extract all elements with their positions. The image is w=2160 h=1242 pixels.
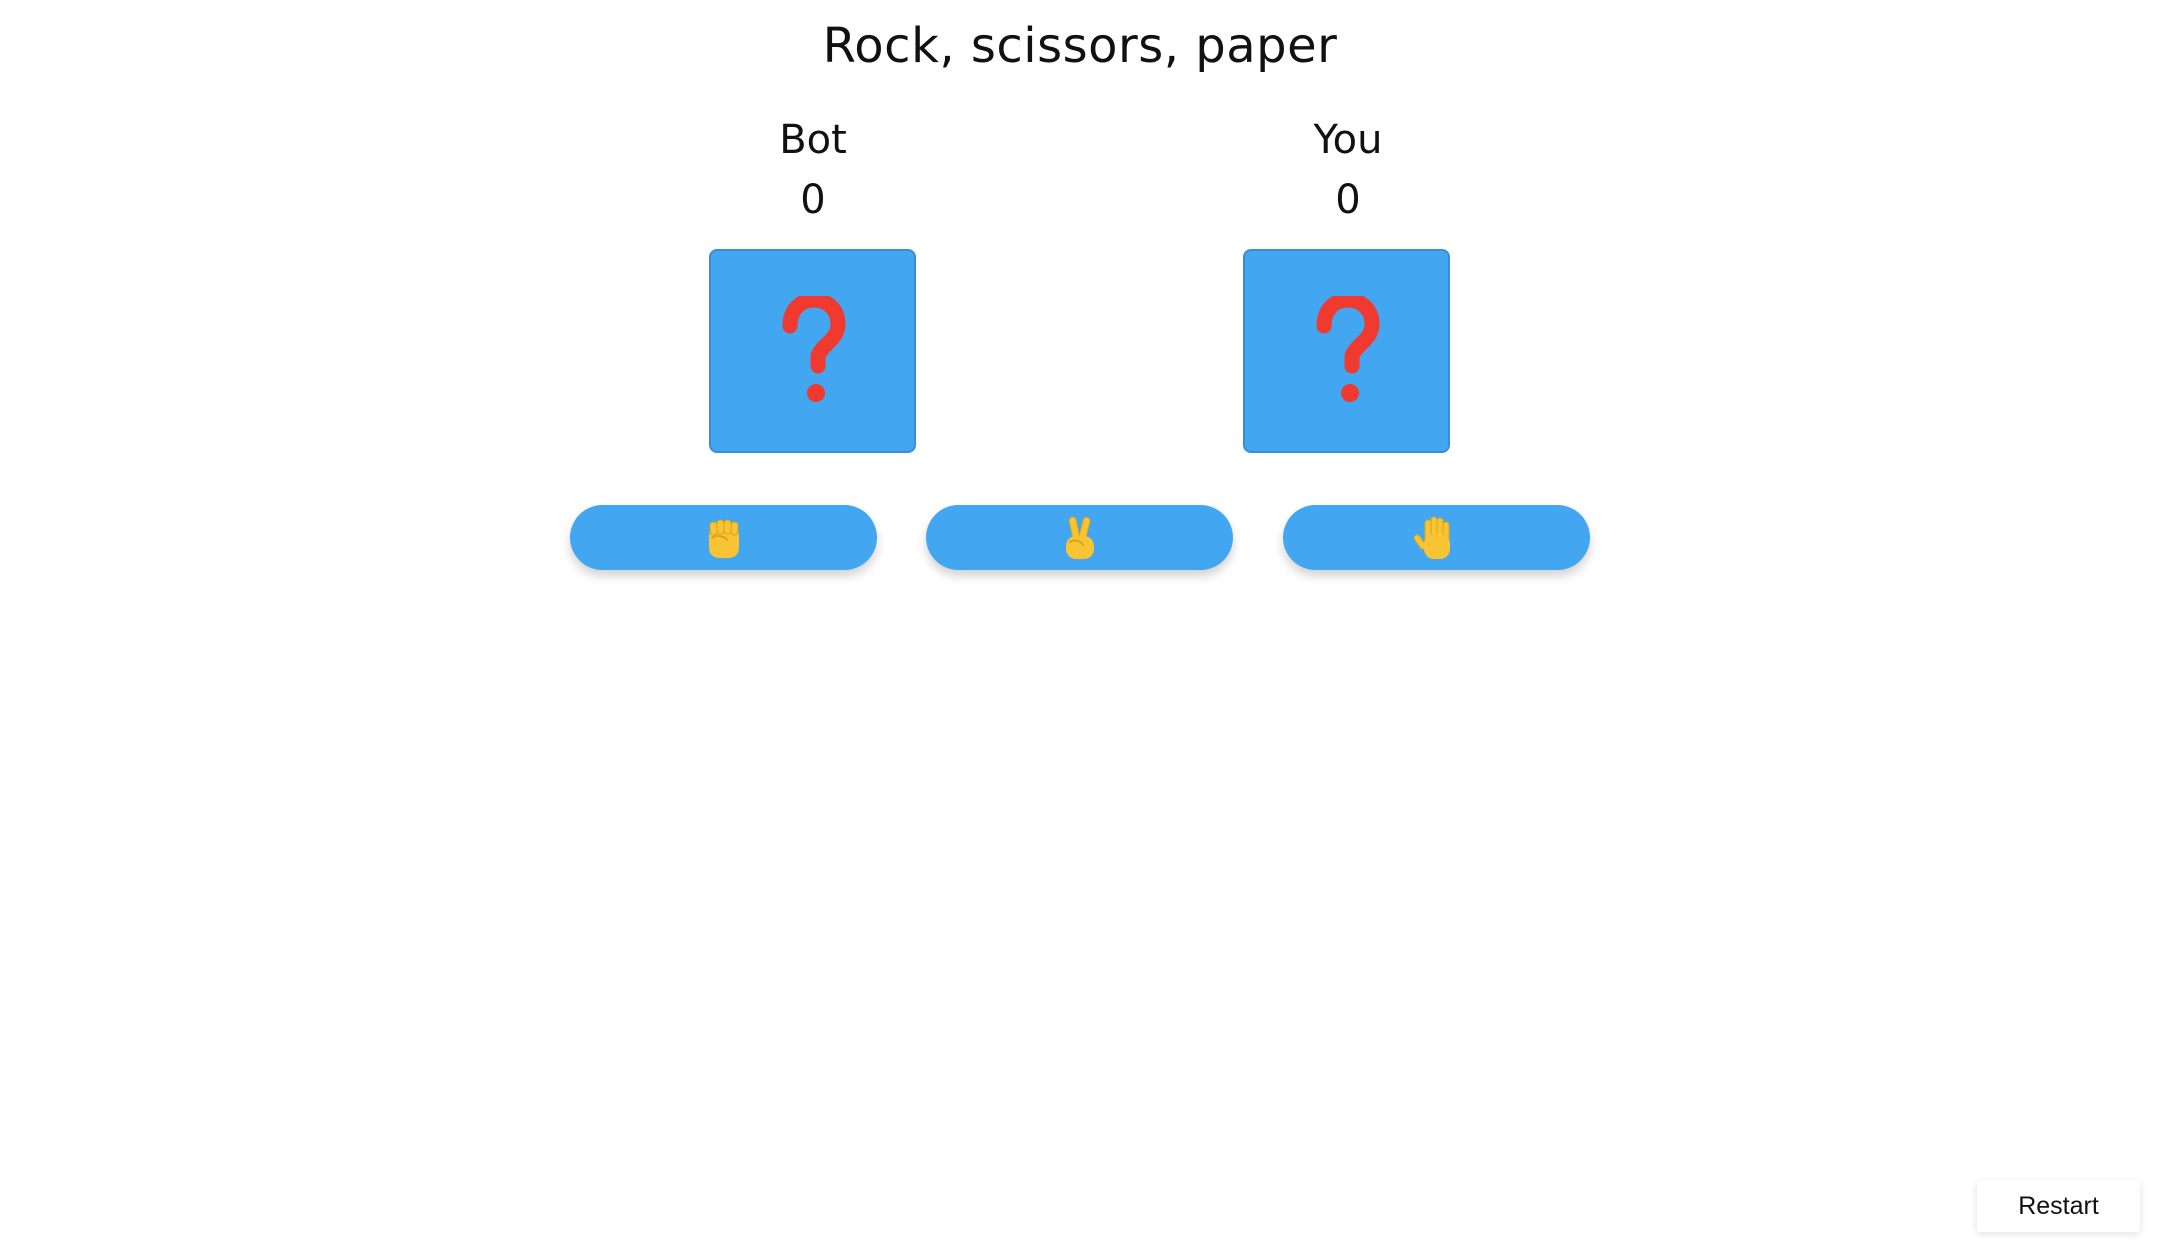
- victory-hand-icon: [1065, 516, 1094, 559]
- you-score: 0: [1335, 177, 1361, 223]
- scissors-button[interactable]: [926, 505, 1233, 570]
- you-player-panel: You 0: [1218, 112, 1478, 228]
- bot-score: 0: [800, 177, 826, 223]
- paper-button[interactable]: [1283, 505, 1590, 570]
- you-name: You: [1313, 117, 1383, 163]
- question-mark-icon: [1316, 296, 1380, 402]
- raised-hand-icon: [1413, 516, 1450, 559]
- page-title: Rock, scissors, paper: [822, 18, 1338, 74]
- raised-fist-icon: [708, 519, 739, 558]
- question-mark-icon: [782, 296, 846, 402]
- bot-name: Bot: [779, 117, 847, 163]
- restart-button[interactable]: Restart: [1977, 1180, 2140, 1232]
- rock-button[interactable]: [570, 505, 877, 570]
- bot-choice-card: [709, 249, 916, 453]
- bot-player-panel: Bot 0: [683, 112, 943, 228]
- you-choice-card: [1243, 249, 1450, 453]
